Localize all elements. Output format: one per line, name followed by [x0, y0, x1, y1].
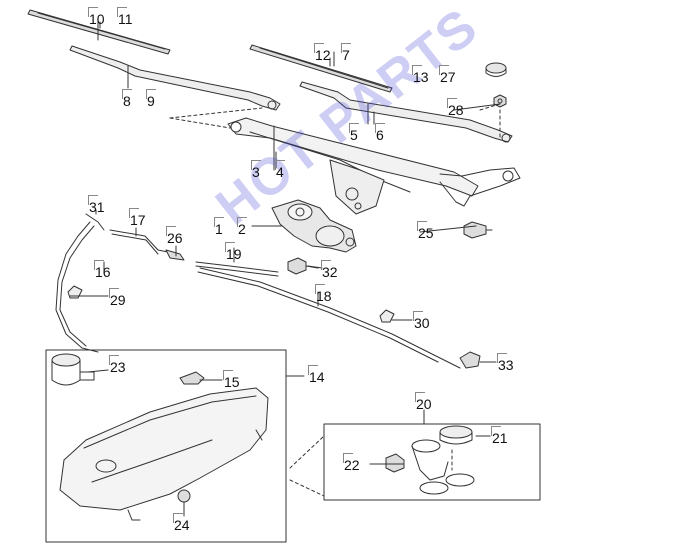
wiper-arm-right: [299, 81, 513, 143]
washer-hose-16: [55, 213, 105, 353]
nut-28: [493, 94, 507, 108]
callout-30: 30: [413, 311, 430, 331]
callout-10: 10: [88, 7, 105, 27]
washer-hose-19: [195, 261, 279, 277]
washer-reservoir: [59, 387, 269, 521]
callout-21: 21: [491, 426, 508, 446]
cap-nut: [485, 62, 507, 77]
wiper-blade-right: [249, 44, 393, 93]
callout-29: 29: [109, 288, 126, 308]
wiper-arm-left: [69, 45, 281, 111]
wiper-linkage: [227, 117, 521, 215]
clip-30: [379, 309, 395, 323]
callout-5: 5: [349, 123, 359, 143]
clip-29: [67, 285, 83, 299]
cap-kit-box: [323, 423, 541, 501]
callout-7: 7: [341, 43, 351, 63]
callout-31: 31: [88, 195, 105, 215]
callout-23: 23: [109, 355, 126, 375]
callout-32: 32: [321, 260, 338, 280]
callout-18: 18: [315, 284, 332, 304]
callout-28: 28: [447, 98, 464, 118]
washer-hose-17: [109, 229, 169, 255]
reservoir-cap-15: [179, 371, 205, 385]
callout-12: 12: [314, 43, 331, 63]
callout-3: 3: [251, 160, 261, 180]
callout-16: 16: [94, 260, 111, 280]
callout-20: 20: [415, 392, 432, 412]
callout-14: 14: [308, 365, 325, 385]
callout-17: 17: [129, 208, 146, 228]
grommet-33: [459, 351, 481, 369]
clip-26: [165, 249, 185, 261]
callout-24: 24: [173, 513, 190, 533]
callout-33: 33: [497, 353, 514, 373]
callout-27: 27: [439, 65, 456, 85]
wiper-motor: [251, 199, 357, 253]
bolt: [463, 221, 493, 239]
wiper-blade-left: [27, 9, 171, 55]
washer-hose-18: [197, 267, 461, 369]
callout-13: 13: [412, 65, 429, 85]
callout-22: 22: [343, 453, 360, 473]
callout-15: 15: [223, 370, 240, 390]
callout-6: 6: [375, 123, 385, 143]
callout-19: 19: [225, 242, 242, 262]
callout-26: 26: [166, 226, 183, 246]
callout-9: 9: [146, 89, 156, 109]
callout-2: 2: [237, 217, 247, 237]
filler-neck-kit: [385, 425, 475, 495]
reservoir-box: [45, 349, 287, 543]
callout-11: 11: [117, 7, 133, 27]
callout-1: 1: [214, 217, 224, 237]
callout-4: 4: [275, 160, 285, 180]
grommet-32: [287, 257, 319, 275]
callout-8: 8: [122, 89, 132, 109]
callout-25: 25: [417, 221, 434, 241]
washer-pump: [51, 353, 95, 386]
